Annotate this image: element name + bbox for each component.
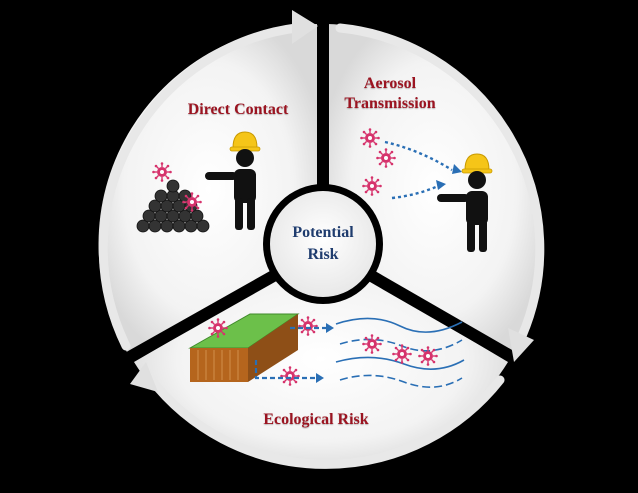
label-ecological-risk: Ecological Risk xyxy=(263,411,369,428)
center-label-line2: Risk xyxy=(307,246,339,263)
arrowheads xyxy=(130,10,534,392)
soil-block-icon xyxy=(188,313,300,382)
virus-icon xyxy=(391,343,413,365)
virus-icon xyxy=(297,315,319,337)
virus-icon xyxy=(417,345,439,367)
virus-icon xyxy=(181,191,203,213)
segment-ecological xyxy=(134,252,508,467)
label-aerosol-transmission: Aerosol Transmission xyxy=(330,74,450,114)
center-label-line1: Potential xyxy=(292,224,354,241)
virus-icon xyxy=(361,175,383,197)
ecological-arrows xyxy=(254,326,326,380)
virus-icon xyxy=(359,127,381,149)
label-direct-contact: Direct Contact xyxy=(187,101,289,118)
aerosol-arrows xyxy=(384,140,453,200)
center-label: Potential Risk xyxy=(270,222,376,266)
virus-icon xyxy=(279,365,301,387)
virus-icon xyxy=(151,161,173,183)
virus-icon xyxy=(375,147,397,169)
label-aerosol-line1: Aerosol xyxy=(363,75,417,92)
pellet-pile-icon xyxy=(136,179,210,233)
virus-icon xyxy=(207,317,229,339)
cycle-arrow-icon xyxy=(98,23,545,469)
label-aerosol-line2: Transmission xyxy=(344,95,436,112)
virus-icon xyxy=(361,333,383,355)
